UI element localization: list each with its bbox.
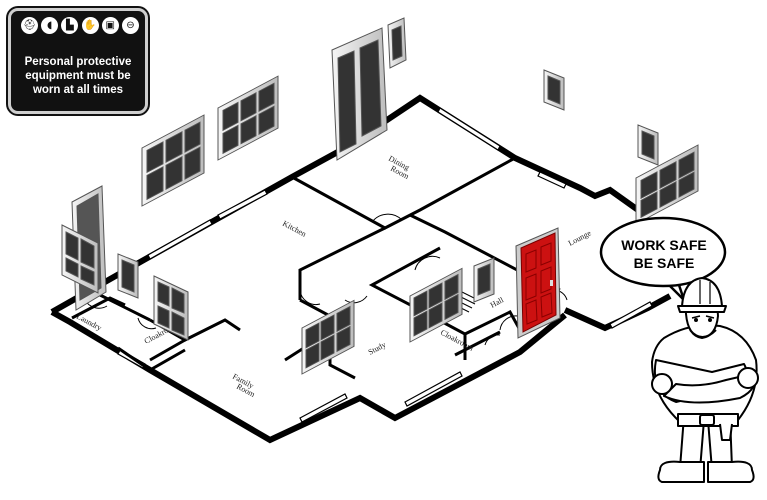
ear-protection-icon: ◖: [41, 17, 59, 34]
window-small-lounge: [637, 124, 659, 166]
speech-bubble-line-1: WORK SAFE: [621, 237, 707, 253]
ppe-sign-line-1: Personal protective: [24, 56, 132, 68]
window-hall: [409, 267, 463, 343]
gloves-icon: ✋: [81, 17, 99, 34]
wall-window-openings: [117, 107, 653, 423]
window-study: [301, 299, 355, 375]
speech-bubble-line-2: BE SAFE: [633, 255, 695, 271]
safety-boot-icon: ▙: [61, 17, 79, 34]
room-label-study: Study: [367, 340, 388, 357]
front-door-red: [515, 227, 561, 339]
mask-icon: ▣: [101, 17, 119, 34]
speech-bubble: [599, 216, 727, 302]
door-dining-patio: [331, 17, 407, 161]
builder-character: [651, 277, 759, 483]
window-laundry: [61, 224, 99, 294]
ppe-sign-text: Personal protective equipment must be wo…: [19, 55, 137, 97]
ppe-safety-sign: ⛑ ◖ ▙ ✋ ▣ ⊖ Personal protective equipmen…: [8, 8, 148, 114]
window-kitchen-right: [217, 75, 279, 161]
window-units: [61, 17, 699, 375]
window-small-top: [543, 69, 565, 111]
window-kitchen-left: [141, 114, 205, 207]
window-small-hall: [473, 257, 495, 303]
ppe-sign-line-3: worn at all times: [32, 84, 124, 96]
window-lounge: [635, 144, 699, 225]
window-family: [153, 275, 189, 341]
hard-hat-icon: ⛑: [21, 17, 38, 34]
room-label-hall: Hall: [489, 295, 506, 310]
window-cloakroom-left: [117, 253, 139, 299]
speech-bubble-text: WORK SAFE BE SAFE: [606, 236, 722, 272]
room-label-kitchen: Kitchen: [281, 219, 308, 239]
ppe-sign-line-2: equipment must be: [25, 70, 131, 82]
ppe-icon-row: ⛑ ◖ ▙ ✋ ▣ ⊖: [21, 17, 139, 39]
goggles-icon: ⊖: [121, 17, 139, 34]
room-label-lounge: Lounge: [567, 228, 593, 248]
